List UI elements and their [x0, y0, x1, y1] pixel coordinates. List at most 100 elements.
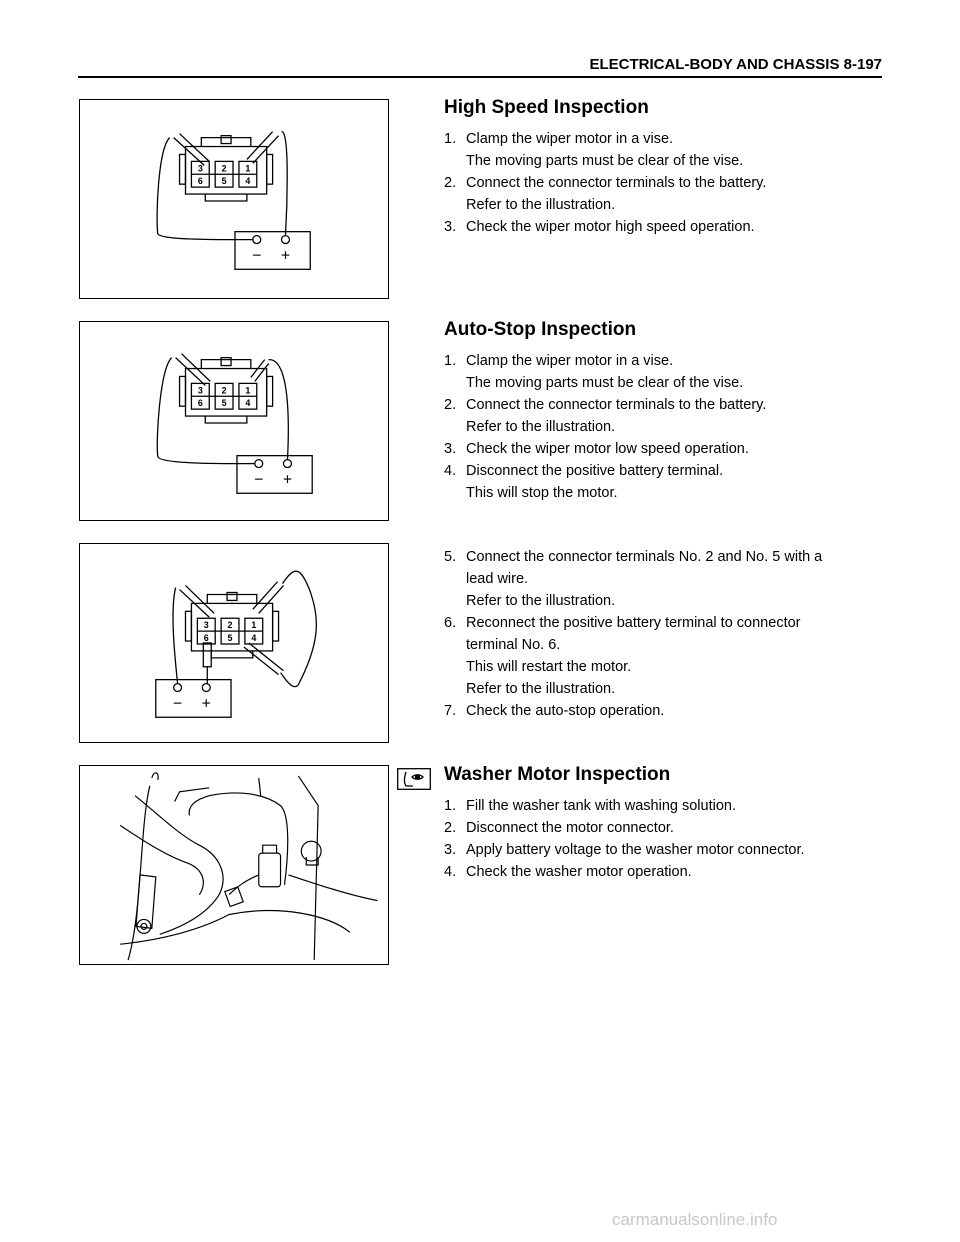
terminal-label: 1 — [245, 385, 250, 395]
terminal-label: 2 — [222, 163, 227, 173]
step-text: Check the wiper motor high speed operati… — [466, 219, 755, 235]
step-text: lead wire. — [466, 571, 529, 587]
step-text: Connect the connector terminals to the b… — [466, 175, 767, 191]
step-text: The moving parts must be clear of the vi… — [466, 375, 744, 391]
connector — [178, 356, 274, 424]
terminal-label: 5 — [222, 176, 227, 186]
step: 2. Disconnect the motor connector. — [444, 817, 882, 839]
step-text: Refer to the illustration. — [466, 419, 616, 435]
step-text: Clamp the wiper motor in a vise. — [466, 353, 674, 369]
terminal-label: 6 — [204, 633, 209, 643]
step-text: The moving parts must be clear of the vi… — [466, 153, 744, 169]
negative-symbol: − — [173, 695, 182, 712]
step-text: Clamp the wiper motor in a vise. — [466, 131, 674, 147]
step: 3. Check the wiper motor low speed opera… — [444, 438, 882, 460]
step: 6. Reconnect the positive battery termin… — [444, 612, 882, 700]
step-number: 2. — [444, 397, 457, 413]
positive-symbol: + — [281, 247, 290, 264]
step: 1. Clamp the wiper motor in a vise. The … — [444, 128, 882, 172]
step-text: Check the washer motor operation. — [466, 864, 692, 880]
terminal-label: 4 — [245, 398, 250, 408]
figure-washer-motor — [79, 765, 389, 965]
washer-tank — [127, 772, 378, 961]
connector — [184, 591, 280, 659]
terminal-label: 5 — [222, 398, 227, 408]
step-number: 2. — [444, 820, 457, 836]
terminal-label: 1 — [251, 620, 256, 630]
terminal-label: 2 — [222, 385, 227, 395]
step: 1. Clamp the wiper motor in a vise. The … — [444, 350, 882, 394]
step-number: 1. — [444, 798, 457, 814]
terminal-label: 3 — [198, 163, 203, 173]
section-title: Auto-Stop Inspection — [444, 319, 637, 340]
washer-motor — [224, 844, 282, 908]
step-number: 4. — [444, 463, 457, 479]
watermark: carmanualsonline.info — [612, 1210, 778, 1229]
hose-and-bracket — [119, 795, 351, 945]
figure-auto-stop-connection: 3 2 1 6 5 4 − + — [79, 321, 389, 521]
step-number: 5. — [444, 549, 457, 565]
battery — [156, 357, 313, 494]
step-text: Reconnect the positive battery terminal … — [466, 615, 801, 631]
connector — [178, 134, 274, 202]
step: 2. Connect the connector terminals to th… — [444, 172, 882, 216]
step: 4. Disconnect the positive battery termi… — [444, 460, 882, 504]
step-text: Check the auto-stop operation. — [466, 703, 665, 719]
step-text: Connect the connector terminals No. 2 an… — [466, 549, 823, 565]
page-header: ELECTRICAL-BODY AND CHASSIS 8-197 — [78, 57, 882, 78]
step: 3. Check the wiper motor high speed oper… — [444, 216, 882, 238]
step-text: Fill the washer tank with washing soluti… — [466, 798, 736, 814]
probe-leads — [173, 131, 280, 166]
terminal-label: 3 — [204, 620, 209, 630]
inspect-icon — [397, 768, 431, 790]
negative-symbol: − — [254, 471, 263, 488]
step-number: 4. — [444, 864, 457, 880]
step: 7. Check the auto-stop operation. — [444, 700, 882, 722]
battery — [155, 570, 317, 718]
figure-high-speed-connection: 3 2 1 6 5 4 − + — [79, 99, 389, 299]
step-text: This will restart the motor. — [466, 659, 632, 675]
step-text: Disconnect the positive battery terminal… — [466, 463, 724, 479]
terminal-label: 6 — [198, 176, 203, 186]
section-title: Washer Motor Inspection — [444, 764, 671, 785]
step-text: Check the wiper motor low speed operatio… — [466, 441, 749, 457]
step-number: 1. — [444, 353, 457, 369]
step-number: 2. — [444, 175, 457, 191]
terminal-label: 5 — [228, 633, 233, 643]
step: 2. Connect the connector terminals to th… — [444, 394, 882, 438]
step-number: 1. — [444, 131, 457, 147]
terminal-label: 4 — [245, 176, 250, 186]
negative-symbol: − — [252, 247, 261, 264]
terminal-label: 2 — [228, 620, 233, 630]
step: 3. Apply battery voltage to the washer m… — [444, 839, 882, 861]
step-number: 3. — [444, 219, 457, 235]
step-text: terminal No. 6. — [466, 637, 561, 653]
step-number: 3. — [444, 441, 457, 457]
step-text: Disconnect the motor connector. — [466, 820, 674, 836]
step-text: Refer to the illustration. — [466, 197, 616, 213]
positive-symbol: + — [283, 471, 292, 488]
step-number: 7. — [444, 703, 457, 719]
step: 1. Fill the washer tank with washing sol… — [444, 795, 882, 817]
step-number: 6. — [444, 615, 457, 631]
step-number: 3. — [444, 842, 457, 858]
step-text: Apply battery voltage to the washer moto… — [466, 842, 805, 858]
terminal-label: 1 — [245, 163, 250, 173]
section-auto-stop-inspection: Auto-Stop Inspection 1. Clamp the wiper … — [444, 318, 882, 504]
probe-leads — [175, 353, 270, 386]
terminal-label: 6 — [198, 398, 203, 408]
section-washer-motor-inspection: Washer Motor Inspection 1. Fill the wash… — [444, 763, 882, 883]
step-text: This will stop the motor. — [466, 485, 618, 501]
positive-symbol: + — [202, 695, 211, 712]
battery — [156, 131, 311, 270]
figure-lead-wire-connection: 3 2 1 6 5 4 − + — [79, 543, 389, 743]
terminal-label: 4 — [251, 633, 256, 643]
terminal-label: 3 — [198, 385, 203, 395]
section-high-speed-inspection: High Speed Inspection 1. Clamp the wiper… — [444, 96, 882, 238]
step-text: Connect the connector terminals to the b… — [466, 397, 767, 413]
step-text: Refer to the illustration. — [466, 593, 616, 609]
section-auto-stop-continued: 5. Connect the connector terminals No. 2… — [444, 546, 882, 722]
step-text: Refer to the illustration. — [466, 681, 616, 697]
section-title: High Speed Inspection — [444, 97, 649, 118]
step: 5. Connect the connector terminals No. 2… — [444, 546, 882, 612]
